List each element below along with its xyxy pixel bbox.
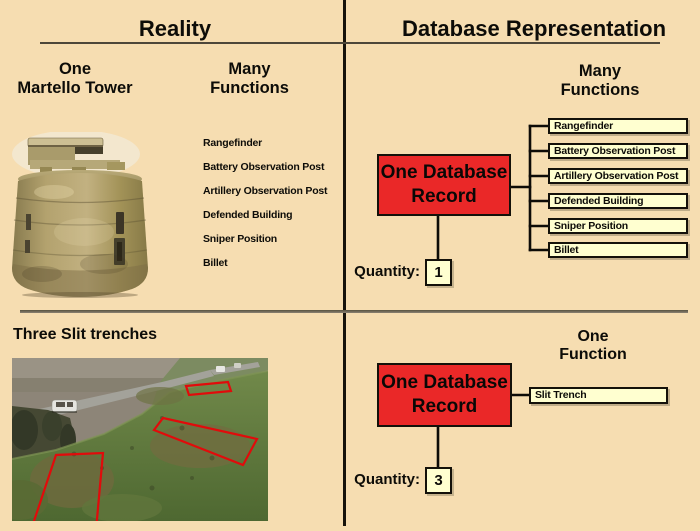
reality-function-item: Rangefinder	[203, 137, 263, 149]
reality-function-item: Sniper Position	[203, 233, 278, 245]
function-box-billet: Billet	[548, 242, 688, 258]
row-divider	[20, 310, 688, 313]
record-label-line: One Database	[381, 372, 508, 393]
slit-trenches-photo	[12, 358, 268, 521]
record-label-line: Record	[411, 396, 478, 417]
function-box-artillery-observation-post: Artillery Observation Post	[548, 168, 688, 184]
record-label-line: Record	[411, 186, 477, 207]
heading-line: One	[58, 60, 92, 78]
quantity-label-bottom: Quantity:	[354, 471, 420, 488]
function-box-slit-trench: Slit Trench	[529, 387, 668, 404]
martello-tower-photo	[12, 132, 148, 298]
header-underline	[40, 42, 660, 44]
function-box-rangefinder: Rangefinder	[548, 118, 688, 134]
function-box-battery-observation-post: Battery Observation Post	[548, 143, 688, 159]
heading-three-slit-trenches: Three Slit trenches	[13, 326, 158, 343]
function-box-sniper-position: Sniper Position	[548, 218, 688, 234]
quantity-value-box-top: 1	[425, 259, 452, 286]
heading-line: Many	[228, 60, 271, 78]
title-database-representation: Database Representation	[401, 16, 667, 41]
quantity-label-top: Quantity:	[354, 263, 420, 280]
column-divider	[343, 0, 346, 526]
reality-function-item: Billet	[203, 257, 228, 269]
heading-line: Martello Tower	[17, 79, 133, 97]
heading-line: One	[577, 328, 609, 345]
reality-function-item: Battery Observation Post	[203, 161, 325, 173]
heading-many-functions-reality: Many Functions	[172, 60, 327, 98]
trench-outline-group	[32, 380, 259, 521]
heading-line: Functions	[210, 79, 289, 97]
heading-one-martello-tower: One Martello Tower	[0, 60, 150, 98]
function-box-defended-building: Defended Building	[548, 193, 688, 209]
quantity-value-box-bottom: 3	[425, 467, 452, 494]
heading-line: Function	[559, 346, 627, 363]
reality-function-item: Artillery Observation Post	[203, 185, 328, 197]
heading-many-functions-db: Many Functions	[522, 62, 678, 100]
heading-one-function: One Function	[518, 328, 668, 364]
record-label-line: One Database	[380, 162, 508, 183]
heading-line: Many	[578, 62, 622, 80]
database-record-box-top: One Database Record	[377, 154, 511, 216]
title-reality: Reality	[138, 16, 212, 41]
reality-function-item: Defended Building	[203, 209, 293, 221]
heading-line: Functions	[560, 81, 640, 99]
database-record-box-bottom: One Database Record	[377, 363, 512, 427]
